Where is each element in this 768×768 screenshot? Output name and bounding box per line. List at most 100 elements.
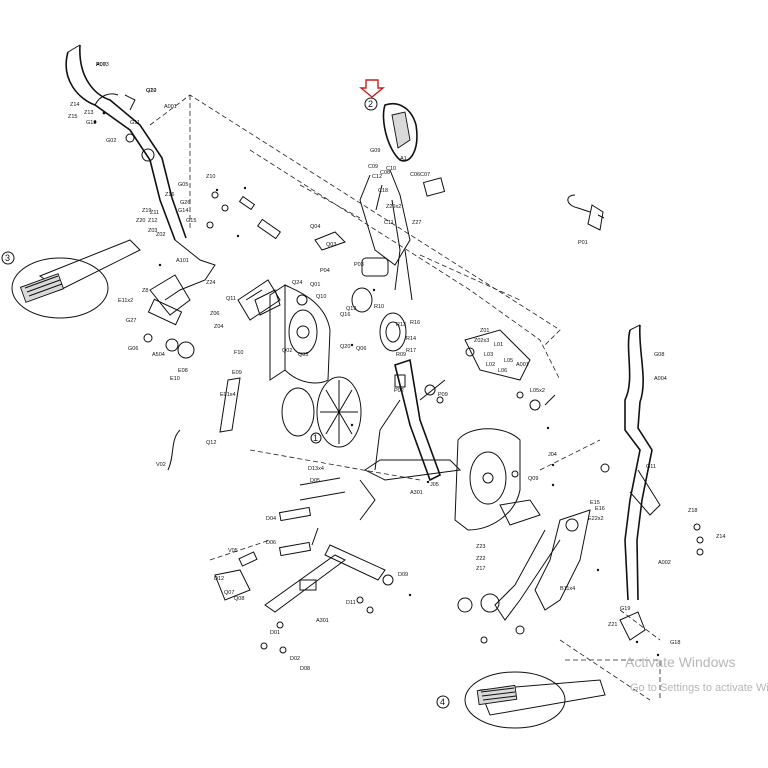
- part-label: Z03: [148, 228, 157, 234]
- part-label: Q11: [226, 296, 236, 302]
- part-label: R10: [374, 304, 384, 310]
- part-labels: A003G10Z14G12Z13Z15A001G11G02Z10Z11Z12Z1…: [68, 62, 725, 672]
- part-label: Q03: [326, 242, 336, 248]
- part-label: G19: [620, 606, 630, 612]
- watermark-line2: Go to Settings to activate Windows.: [630, 682, 768, 694]
- part-label: D08: [300, 666, 310, 672]
- part-label: C08: [380, 170, 390, 176]
- part-label: G12: [86, 120, 96, 126]
- part-label: Q22: [146, 88, 156, 94]
- part-label: E15: [590, 500, 600, 506]
- part-label: Q02: [282, 348, 292, 354]
- svg-text:4: 4: [440, 697, 445, 707]
- part-label: Z23: [476, 544, 485, 550]
- part-label: J04: [548, 452, 557, 458]
- part-label: D04: [266, 516, 276, 522]
- part-label: Q12: [206, 440, 216, 446]
- svg-text:2: 2: [368, 99, 373, 109]
- part-label: J05: [430, 482, 439, 488]
- part-label: D11: [346, 600, 356, 606]
- part-label: R17: [406, 348, 416, 354]
- part-label: L03: [484, 352, 493, 358]
- watermark-line1: Activate Windows: [625, 654, 735, 670]
- part-label: G06: [128, 346, 138, 352]
- part-label: D06: [266, 540, 276, 546]
- part-label: Z01: [480, 328, 489, 334]
- part-label: Z02x3: [474, 338, 489, 344]
- part-label: Q06: [356, 346, 366, 352]
- left-handlebar-arm: [65, 44, 216, 316]
- part-label: Z8: [142, 288, 148, 294]
- part-label: A504: [152, 352, 165, 358]
- part-label: Q07: [224, 590, 234, 596]
- part-label: P09: [438, 392, 448, 398]
- part-label: P04: [320, 268, 330, 274]
- part-label: C18: [378, 188, 388, 194]
- part-label: D05: [310, 478, 320, 484]
- part-label: Z17: [476, 566, 485, 572]
- activation-watermark: Activate Windows Go to Settings to activ…: [625, 654, 768, 694]
- part-label: Z18: [688, 508, 697, 514]
- part-label: P03: [354, 262, 364, 268]
- center-frame: [364, 358, 462, 482]
- part-label: Q08: [234, 596, 244, 602]
- part-label: R09: [396, 352, 406, 358]
- console-upright: [314, 103, 446, 301]
- part-label: Z24: [206, 280, 215, 286]
- part-label: C09: [368, 164, 378, 170]
- right-handlebar-arm: [600, 324, 704, 641]
- flywheel-assembly: [254, 284, 407, 448]
- part-label: Z20x2: [386, 204, 401, 210]
- part-label: Z21: [608, 622, 617, 628]
- svg-text:1: 1: [313, 433, 318, 443]
- right-side-cover: [454, 428, 541, 531]
- part-label: Z12: [148, 218, 157, 224]
- part-label: L01: [494, 342, 503, 348]
- part-label: C12: [372, 174, 382, 180]
- part-label: Z13: [84, 110, 93, 116]
- part-label: L05: [504, 358, 513, 364]
- part-label: G05: [178, 182, 188, 188]
- part-label: Z19: [142, 208, 151, 214]
- part-label: G14: [178, 208, 188, 214]
- part-label: A001: [516, 362, 529, 368]
- part-label: G11: [646, 464, 656, 470]
- part-label: A301: [316, 618, 329, 624]
- part-label: Z04: [214, 324, 223, 330]
- part-label: Q16: [340, 312, 350, 318]
- part-label: G27: [126, 318, 136, 324]
- part-label: Q04: [310, 224, 320, 230]
- part-label: Z22: [476, 556, 485, 562]
- part-label: A101: [176, 258, 189, 264]
- part-label: G09: [370, 148, 380, 154]
- part-label: A003: [96, 62, 109, 68]
- part-label: E10: [170, 376, 180, 382]
- part-label: Q13: [346, 306, 356, 312]
- base-stabilizer: [214, 477, 394, 654]
- part-label: V05: [228, 548, 238, 554]
- assembly-guide-lines: [149, 94, 661, 701]
- part-label: L02: [486, 362, 495, 368]
- part-label: A001: [164, 104, 177, 110]
- callout-4: 4: [436, 695, 450, 709]
- part-label: V02: [156, 462, 166, 468]
- part-label: G15: [186, 218, 196, 224]
- part-label: G26: [180, 200, 190, 206]
- part-label: E16: [595, 506, 605, 512]
- part-label: C10: [386, 166, 396, 172]
- part-label: P07: [96, 62, 106, 68]
- part-label: F10: [234, 350, 243, 356]
- right-pedal-assembly: [464, 659, 661, 729]
- part-label: Z10: [206, 174, 215, 180]
- part-label: C07: [420, 172, 430, 178]
- part-label: Z14: [70, 102, 79, 108]
- part-label: E11x2: [118, 298, 133, 304]
- part-label: D09: [398, 572, 408, 578]
- part-label: Q10: [316, 294, 326, 300]
- part-label: G18: [670, 640, 680, 646]
- part-label: R16: [410, 320, 420, 326]
- part-label: Z11: [150, 210, 159, 216]
- callout-2: 2: [364, 97, 378, 111]
- part-label: G10: [146, 88, 156, 94]
